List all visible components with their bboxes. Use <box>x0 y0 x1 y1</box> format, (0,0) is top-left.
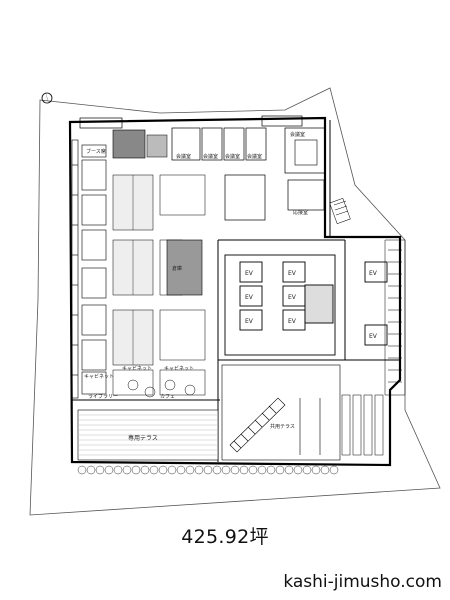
conference-label-2: 会議室 <box>203 153 218 160</box>
conference-label-3: 会議室 <box>225 153 240 160</box>
conference-room-large <box>284 127 326 174</box>
storage-label: 倉庫 <box>172 265 182 272</box>
ev-label-6: EV <box>288 318 297 325</box>
top-glazing-right <box>261 115 303 127</box>
conference-label-large: 会議室 <box>290 131 305 138</box>
ev-label-5: EV <box>288 294 297 301</box>
ev-label-8: EV <box>369 333 378 340</box>
shared-terrace-label: 共用テラス <box>270 423 295 430</box>
shared-terrace <box>221 364 341 461</box>
cabinet-block-top-2 <box>146 134 168 158</box>
conference-rooms-top <box>171 127 267 161</box>
bike-racks <box>341 394 384 456</box>
perimeter-windows <box>71 139 79 399</box>
ev-label-2: EV <box>245 294 254 301</box>
cafe-label: カフェ <box>160 394 175 400</box>
elevator-core <box>224 254 388 356</box>
cabinet-label-mid: キャビネット <box>122 365 152 372</box>
reception-label: 応接室 <box>293 209 308 216</box>
booth-column <box>81 144 107 395</box>
planters <box>77 465 339 475</box>
cabinet-label-left: キャビネット <box>84 373 114 380</box>
site-watermark: kashi-jimusho.com <box>283 572 442 592</box>
cafe-area <box>127 379 196 398</box>
ev-label-1: EV <box>245 270 254 277</box>
ev-label-7: EV <box>369 270 378 277</box>
top-glazing-left <box>79 117 123 129</box>
stair-right <box>384 239 406 396</box>
library-label: ライブラリー <box>88 393 118 400</box>
north-arrow-icon <box>41 90 53 104</box>
ev-label-4: EV <box>288 270 297 277</box>
private-terrace <box>77 409 219 461</box>
workstations-lower <box>112 369 206 396</box>
cabinet-label-mid-2: キャビネット <box>164 365 194 372</box>
conference-label-1: 会議室 <box>176 153 191 160</box>
cabinet-block-top <box>112 129 146 159</box>
booth-seat-label: ブース席 <box>86 148 106 155</box>
floor-area-label: 425.92坪 <box>181 526 269 548</box>
exterior-stair <box>329 197 351 225</box>
storage-block <box>166 239 203 296</box>
conference-label-4: 会議室 <box>247 153 262 160</box>
ev-label-3: EV <box>245 318 254 325</box>
private-terrace-label: 専用テラス <box>128 434 158 442</box>
meeting-area <box>224 174 266 221</box>
reception-room <box>287 179 325 211</box>
conference-table-large <box>294 139 318 166</box>
